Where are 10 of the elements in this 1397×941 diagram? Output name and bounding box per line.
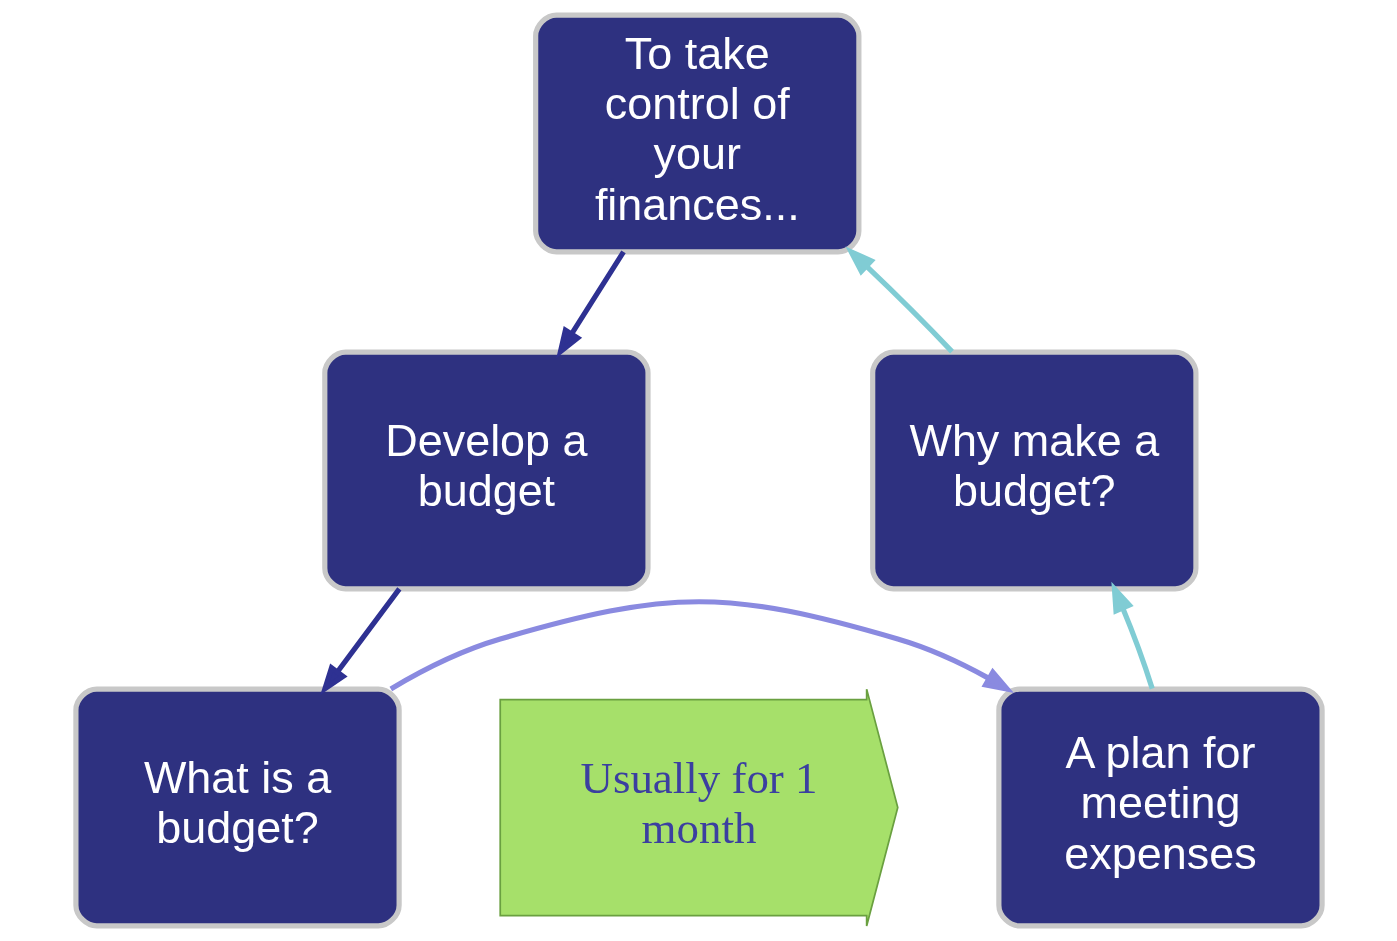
node-box: A plan for meeting expenses [995, 686, 1325, 929]
node-box: Develop a budget [321, 349, 651, 592]
arrow [319, 587, 401, 695]
arrow [389, 599, 1014, 693]
arrow [1110, 581, 1155, 690]
node-box: Why make a budget? [869, 349, 1198, 592]
node-box: To take control of your finances... [532, 12, 861, 255]
arrow [555, 250, 626, 359]
arrow [844, 246, 954, 354]
node-box: What is a budget? [72, 686, 402, 929]
